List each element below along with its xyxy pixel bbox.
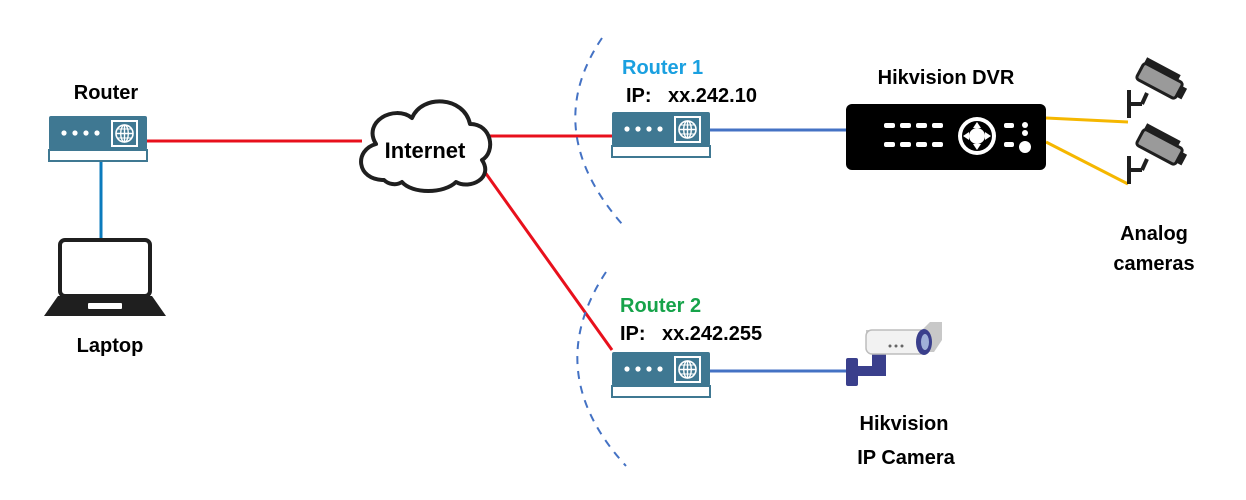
- cloud-icon: [359, 99, 492, 193]
- router-label: Router: [74, 82, 139, 104]
- link-internet-router2: [480, 167, 614, 351]
- internet-label: Internet: [385, 138, 466, 163]
- router1-name: Router 1: [622, 57, 703, 79]
- router1-icon: [611, 111, 711, 158]
- link-dvr-analog-camera-2: [1045, 140, 1129, 186]
- analog-cameras-label-line1: Analog: [1120, 223, 1188, 245]
- ip-camera-icon: [846, 322, 942, 386]
- laptop-icon: [44, 238, 166, 316]
- router2-name: Router 2: [620, 295, 701, 317]
- analog-camera-icon-2: [1125, 121, 1194, 186]
- ip-camera-label-line1: Hikvision: [860, 413, 949, 435]
- router-icon: [48, 115, 148, 162]
- router2-ip-value: xx.242.255: [662, 323, 762, 345]
- router1-ip-value: xx.242.10: [668, 85, 757, 107]
- link-dvr-analog-camera-1: [1045, 116, 1129, 124]
- router2-ip-label: IP:: [620, 323, 646, 345]
- dashed-boundary-router2: [576, 271, 627, 467]
- laptop-label: Laptop: [77, 335, 144, 357]
- analog-cameras-label-line2: cameras: [1113, 253, 1194, 275]
- router1-ip-label: IP:: [626, 85, 652, 107]
- dvr-icon: [846, 104, 1046, 170]
- analog-camera-icon-1: [1125, 55, 1194, 120]
- ip-camera-label-line2: IP Camera: [857, 447, 955, 469]
- dvr-label: Hikvision DVR: [878, 67, 1015, 89]
- router2-icon: [611, 351, 711, 398]
